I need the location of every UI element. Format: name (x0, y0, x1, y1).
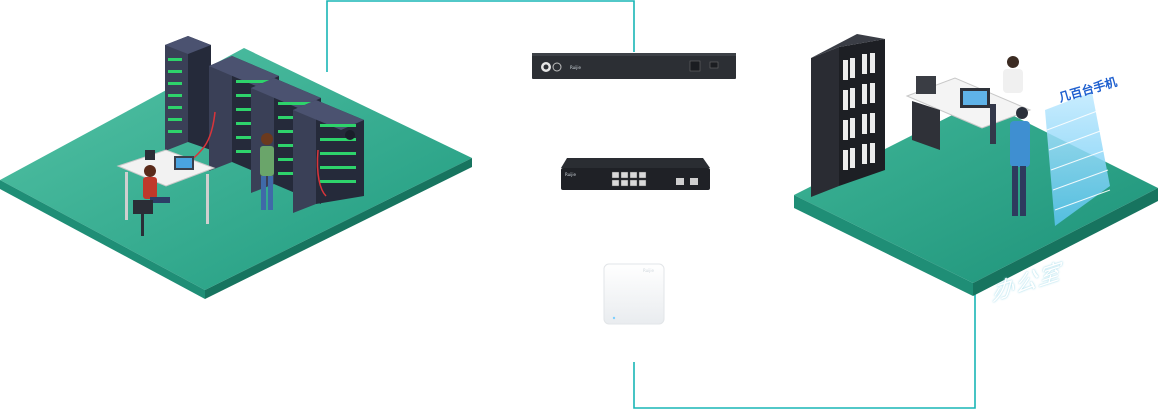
access-point-brand: Ruijie (643, 268, 654, 273)
rack-switch-label: Ruijie (570, 65, 581, 70)
bookshelf (811, 34, 885, 197)
server-rack-4 (293, 100, 364, 213)
office-worker-standing (1010, 107, 1030, 216)
admin-workstation (116, 149, 216, 224)
admin-person-seated (133, 165, 170, 236)
technician-standing (260, 133, 274, 210)
connection-lines (326, 0, 976, 409)
rack-switch: Ruijie (532, 53, 736, 79)
office-link-line-bottom (633, 292, 976, 409)
datacenter-platform (0, 48, 472, 299)
office-desk (905, 76, 1032, 150)
uplink-line-top (326, 0, 635, 72)
server-rack-1 (165, 36, 211, 151)
office-worker-seated (990, 56, 1023, 144)
desktop-switch: Ruijie (561, 158, 710, 190)
desktop-switch-brand: Ruijie (565, 172, 576, 177)
access-point: Ruijie (603, 263, 665, 325)
server-rack-row (165, 36, 364, 213)
